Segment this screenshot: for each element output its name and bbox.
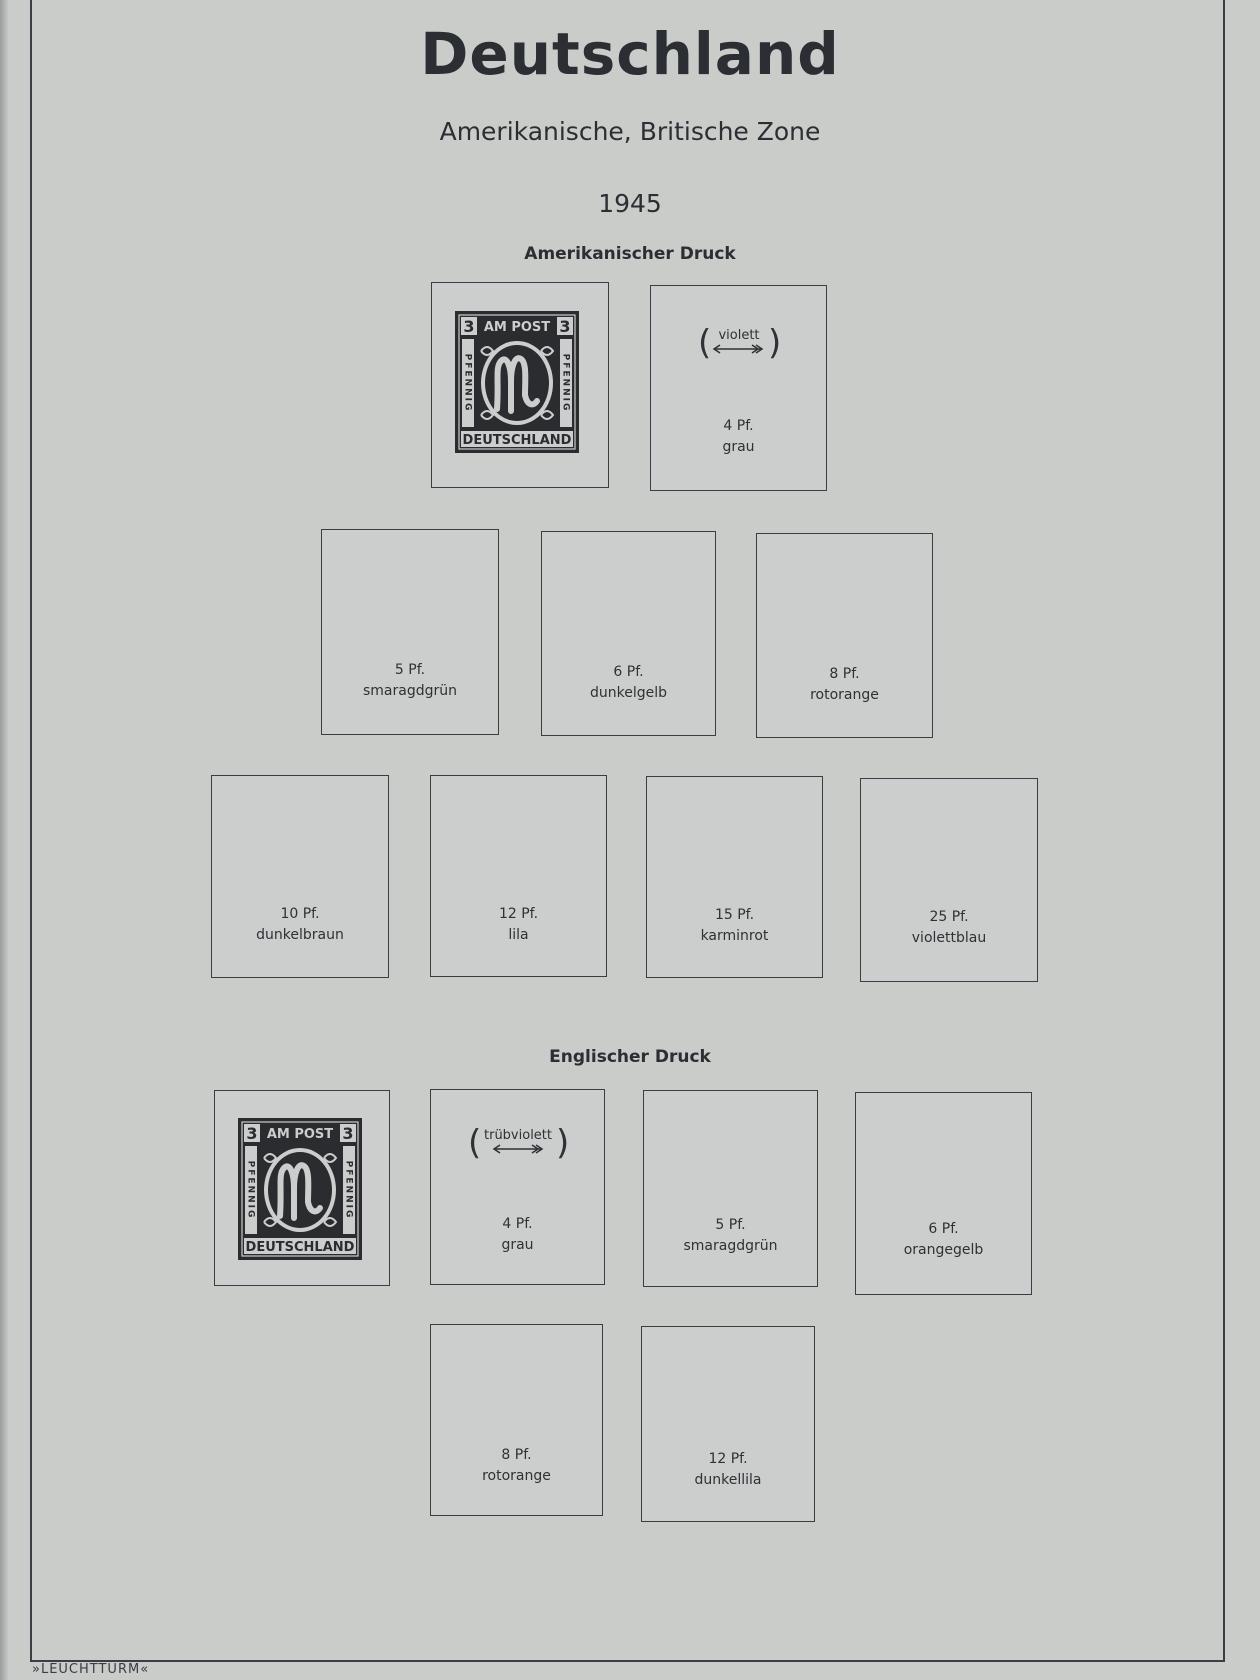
stamp-side-text-right: PFENNIG [561, 354, 571, 413]
stamp-value-top-right: 3 [559, 317, 570, 336]
bracket-arrow-icon: ( ) violett [698, 323, 781, 363]
slot-color: lila [508, 927, 529, 943]
svg-text:(: ( [468, 1123, 481, 1163]
slot-caption: 12 Pf. dunkellila [642, 1449, 814, 1491]
section-label-american: Amerikanischer Druck [524, 244, 736, 264]
slot-caption: 5 Pf. smaragdgrün [322, 660, 498, 702]
slot-value: 10 Pf. [280, 906, 320, 922]
slot-caption: 5 Pf. smaragdgrün [644, 1215, 817, 1257]
slot-value: 8 Pf. [501, 1447, 532, 1463]
slot-value: 6 Pf. [613, 664, 644, 680]
stamp-slot-english-12pf[interactable]: 12 Pf. dunkellila [641, 1326, 815, 1522]
slot-value: 12 Pf. [708, 1451, 748, 1467]
stamp-slot-american-6pf[interactable]: 6 Pf. dunkelgelb [541, 531, 716, 736]
variant-note-text: violett [718, 328, 759, 343]
page-border [30, 0, 1225, 1662]
svg-text:(: ( [698, 323, 711, 363]
slot-caption: 15 Pf. karminrot [647, 905, 822, 947]
svg-text:): ) [768, 323, 781, 363]
slot-color: dunkelgelb [589, 685, 668, 701]
stamp-slot-american-12pf[interactable]: 12 Pf. lila [430, 775, 607, 977]
slot-value: 12 Pf. [498, 906, 539, 922]
slot-color: grau [501, 1237, 534, 1253]
slot-caption: 10 Pf. dunkelbraun [212, 904, 388, 946]
slot-caption: 4 Pf. grau [431, 1214, 604, 1256]
slot-color: smaragdgrün [362, 683, 457, 699]
stamp-top-text: AM POST [484, 320, 550, 335]
svg-text:): ) [556, 1123, 569, 1163]
page-year: 1945 [598, 189, 662, 218]
slot-value: 5 Pf. [715, 1217, 746, 1233]
slot-color: rotorange [810, 687, 879, 703]
stamp-slot-american-25pf[interactable]: 25 Pf. violettblau [860, 778, 1038, 982]
page-title: Deutschland [420, 20, 840, 88]
stamp-bottom-text: DEUTSCHLAND [246, 1240, 355, 1255]
slot-value: 4 Pf. [502, 1216, 533, 1232]
stamp-value-top-right: 3 [342, 1124, 353, 1143]
slot-caption: 6 Pf. dunkelgelb [542, 662, 715, 704]
page-subtitle: Amerikanische, Britische Zone [439, 117, 821, 146]
stamp-bottom-text: DEUTSCHLAND [463, 433, 572, 448]
slot-color: violettblau [911, 930, 987, 946]
stamp-slot-english-4pf[interactable]: ( ) trübviolett 4 Pf. grau [430, 1089, 605, 1285]
stamp-slot-english-8pf[interactable]: 8 Pf. rotorange [430, 1324, 603, 1516]
slot-color: orangegelb [903, 1242, 984, 1258]
variant-note: ( ) trübviolett [431, 1118, 604, 1172]
stamp-side-text-left: PFENNIG [246, 1161, 256, 1220]
slot-color: dunkellila [694, 1472, 762, 1488]
stamp-side-text-right: PFENNIG [344, 1161, 354, 1220]
slot-value: 5 Pf. [394, 662, 426, 678]
slot-color: karminrot [700, 928, 769, 944]
am-post-stamp-image: 3 3 AM POST PFENNIG PFENNIG DEUTSCHLAND [455, 311, 579, 453]
variant-note: ( ) violett [651, 318, 826, 372]
stamp-slot-american-8pf[interactable]: 8 Pf. rotorange [756, 533, 933, 738]
stamp-slot-english-5pf[interactable]: 5 Pf. smaragdgrün [643, 1090, 818, 1287]
slot-color: dunkelbraun [256, 927, 344, 943]
stamp-value-top-left: 3 [246, 1124, 257, 1143]
stamp-slot-american-4pf[interactable]: ( ) violett 4 Pf. grau [650, 285, 827, 491]
stamp-slot-american-3pf[interactable]: 3 3 AM POST PFENNIG PFENNIG DEUTSCHLAND [431, 282, 609, 488]
section-label-english: Englischer Druck [549, 1047, 711, 1067]
slot-caption: 12 Pf. lila [431, 904, 606, 946]
slot-caption: 8 Pf. rotorange [757, 664, 932, 706]
slot-caption: 25 Pf. violettblau [861, 907, 1037, 949]
slot-caption: 8 Pf. rotorange [431, 1445, 602, 1487]
publisher-footer: »LEUCHTTURM« [32, 1662, 150, 1677]
slot-value: 15 Pf. [714, 907, 755, 923]
stamp-slot-english-3pf[interactable]: 3 3 AM POST PFENNIG PFENNIG DEUTSCHLAND [214, 1090, 390, 1286]
am-post-stamp-image: 3 3 AM POST PFENNIG PFENNIG DEUTSCHLAND [238, 1118, 362, 1260]
bracket-arrow-icon: ( ) trübviolett [468, 1123, 569, 1163]
slot-value: 6 Pf. [928, 1221, 959, 1237]
album-page-edge [0, 0, 8, 1680]
slot-value: 8 Pf. [829, 666, 860, 682]
stamp-top-text: AM POST [267, 1127, 333, 1142]
slot-color: smaragdgrün [683, 1238, 778, 1254]
slot-color: rotorange [482, 1468, 551, 1484]
stamp-slot-english-6pf[interactable]: 6 Pf. orangegelb [855, 1092, 1032, 1295]
slot-caption: 6 Pf. orangegelb [856, 1219, 1031, 1261]
slot-color: grau [722, 439, 755, 455]
slot-value: 4 Pf. [723, 418, 754, 434]
stamp-slot-american-5pf[interactable]: 5 Pf. smaragdgrün [321, 529, 499, 735]
stamp-slot-american-15pf[interactable]: 15 Pf. karminrot [646, 776, 823, 978]
variant-note-text: trübviolett [484, 1128, 552, 1143]
slot-value: 25 Pf. [929, 909, 969, 925]
stamp-side-text-left: PFENNIG [463, 354, 473, 413]
stamp-slot-american-10pf[interactable]: 10 Pf. dunkelbraun [211, 775, 389, 978]
slot-caption: 4 Pf. grau [651, 416, 826, 458]
stamp-value-top-left: 3 [463, 317, 474, 336]
